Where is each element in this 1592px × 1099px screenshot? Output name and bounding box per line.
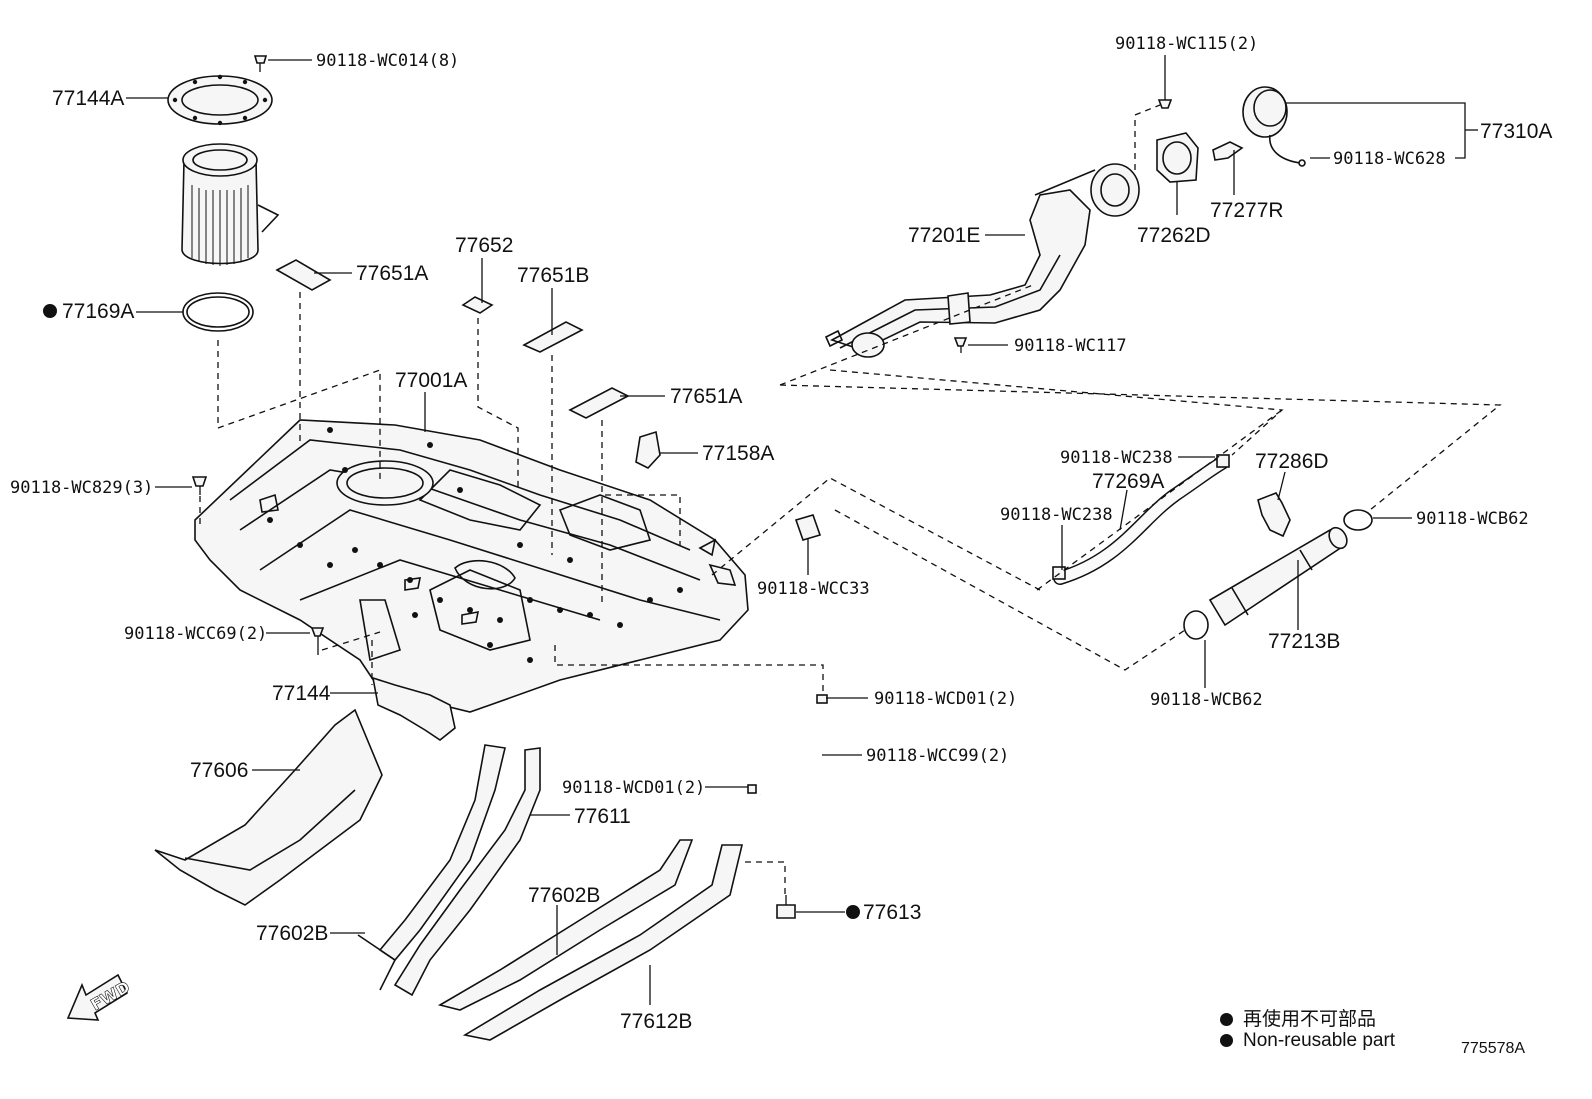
callout-90118-wc238-2: 90118-WC238 [1000, 505, 1113, 525]
callout-77651a-1: 77651A [356, 262, 428, 285]
callout-90118-wc829: 90118-WC829(3) [10, 478, 153, 498]
callout-90118-wcc99: 90118-WCC99(2) [866, 746, 1009, 766]
callout-77277r: 77277R [1210, 199, 1284, 222]
callout-77201e: 77201E [908, 224, 980, 247]
callout-90118-wc115: 90118-WC115(2) [1115, 34, 1258, 54]
callout-77144: 77144 [272, 682, 331, 705]
vent-hose [1052, 454, 1230, 585]
callout-90118-wc238-1: 90118-WC238 [1060, 448, 1173, 468]
callout-77286d: 77286D [1255, 450, 1329, 473]
filler-pipe [824, 163, 1140, 358]
fwd-arrow [66, 973, 129, 1021]
callout-90118-wc117: 90118-WC117 [1014, 336, 1127, 356]
legend-dot-icon [1220, 1013, 1233, 1027]
callout-90118-wcc69: 90118-WCC69(2) [124, 624, 267, 644]
callout-77310a: 77310A [1480, 120, 1552, 143]
screw-wc115 [1157, 99, 1173, 109]
callout-90118-wc628: 90118-WC628 [1333, 149, 1446, 169]
hose-clamp-lower [1183, 610, 1209, 640]
bracket-77144 [371, 676, 456, 741]
callout-77213b: 77213B [1268, 630, 1340, 653]
leader-lines [126, 55, 1478, 1005]
diagram-reference-number: 775578A [1461, 1040, 1526, 1057]
clip-wcc33 [794, 514, 822, 541]
legend-dot-icon [1220, 1034, 1233, 1048]
callout-77001a: 77001A [395, 369, 467, 392]
callout-77652: 77652 [455, 234, 513, 257]
legend-en: Non-reusable part [1220, 1030, 1395, 1052]
callout-90118-wcb62-2: 90118-WCB62 [1150, 690, 1263, 710]
screw-wcc69 [310, 627, 325, 655]
callout-77169a: 77169A [62, 300, 134, 323]
callout-77651a-2: 77651A [670, 385, 742, 408]
callout-77613: 77613 [863, 901, 921, 924]
legend-en-text: Non-reusable part [1243, 1030, 1396, 1051]
callout-77602b-2: 77602B [528, 884, 600, 907]
bolt-77613 [776, 895, 796, 919]
breather-hose [747, 694, 828, 802]
callout-labels: 90118-WC014(8) 77144A 77651A 77169A 7765… [10, 34, 1552, 1033]
legend-jp-text: 再使用不可部品 [1243, 1009, 1377, 1030]
callout-90118-wcd01-1: 90118-WCD01(2) [874, 689, 1017, 709]
tank-bands [357, 744, 744, 1041]
callout-90118-wcb62-1: 90118-WCB62 [1416, 509, 1529, 529]
callout-90118-wc014: 90118-WC014(8) [316, 51, 459, 71]
callout-77269a: 77269A [1092, 470, 1164, 493]
legend-jp: 再使用不可部品 [1220, 1004, 1376, 1031]
screw-wc829 [191, 476, 208, 495]
hose-clamp-upper [1343, 509, 1373, 531]
part-77277r [1212, 141, 1244, 161]
filler-hose [1208, 526, 1348, 627]
callout-77606: 77606 [190, 759, 248, 782]
fuel-tank [194, 419, 749, 713]
callout-90118-wcd01-2: 90118-WCD01(2) [562, 778, 705, 798]
callout-77612b: 77612B [620, 1010, 692, 1033]
assembly-lines [199, 104, 1502, 895]
non-reusable-marker-77169a [43, 304, 57, 318]
clip-77286d [1257, 492, 1291, 538]
callout-77602b-1: 77602B [256, 922, 328, 945]
fuel-cap [1242, 86, 1306, 167]
fuel-pump-assembly [167, 55, 280, 332]
callout-90118-wcc33: 90118-WCC33 [757, 579, 870, 599]
callout-77158a: 77158A [702, 442, 774, 465]
screw-wc117 [953, 337, 968, 353]
callout-77651b: 77651B [517, 264, 589, 287]
housing-77262d [1156, 132, 1199, 183]
non-reusable-marker-77613 [846, 905, 860, 919]
protector-77606 [154, 708, 383, 906]
callout-77144a: 77144A [52, 87, 124, 110]
callout-77611: 77611 [574, 805, 631, 828]
callout-77262d: 77262D [1137, 224, 1211, 247]
